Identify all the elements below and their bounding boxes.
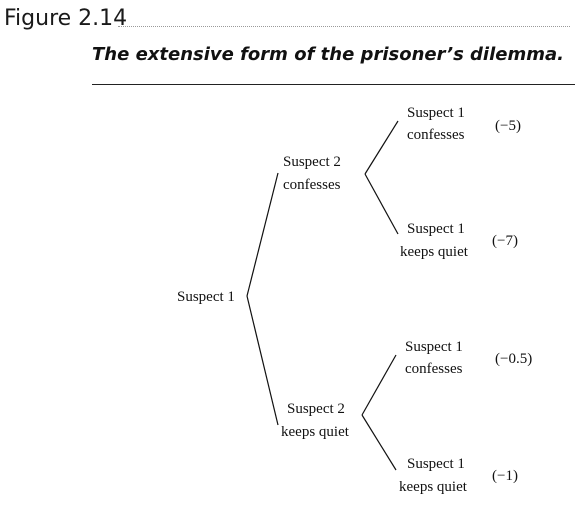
root-node-label: Suspect 1 [177, 289, 235, 305]
node-s2-confesses-line2: confesses [283, 177, 341, 193]
leaf4-payoff: (−1) [492, 468, 518, 484]
leaf3-payoff: (−0.5) [495, 351, 532, 367]
leaf1-line1: Suspect 1 [407, 105, 465, 121]
leaf4-line1: Suspect 1 [407, 456, 465, 472]
branch-s2q-to-leaf3 [361, 354, 397, 416]
node-s2-keepsquiet-line1: Suspect 2 [287, 401, 345, 417]
branch-root-to-s2-keeps-quiet [246, 295, 279, 426]
branch-s2c-to-leaf2 [364, 173, 399, 235]
node-s2-confesses-line1: Suspect 2 [283, 154, 341, 170]
figure-title: The extensive form of the prisoner’s dil… [92, 44, 564, 65]
leaf4-line2: keeps quiet [399, 479, 468, 495]
branch-s2c-to-leaf1 [364, 120, 399, 175]
header-dotted-rule [118, 26, 570, 29]
leaf2-payoff: (−7) [492, 233, 518, 249]
title-rule [92, 84, 575, 85]
leaf1-line2: confesses [407, 127, 465, 143]
leaf1-payoff: (−5) [495, 118, 521, 134]
figure-label: Figure 2.14 [4, 6, 128, 31]
branch-s2q-to-leaf4 [361, 414, 397, 471]
node-s2-keepsquiet-line2: keeps quiet [281, 424, 350, 440]
branch-root-to-s2-confesses [246, 172, 279, 297]
leaf3-line1: Suspect 1 [405, 339, 463, 355]
leaf2-line2: keeps quiet [400, 244, 469, 260]
leaf3-line2: confesses [405, 361, 463, 377]
leaf2-line1: Suspect 1 [407, 221, 465, 237]
